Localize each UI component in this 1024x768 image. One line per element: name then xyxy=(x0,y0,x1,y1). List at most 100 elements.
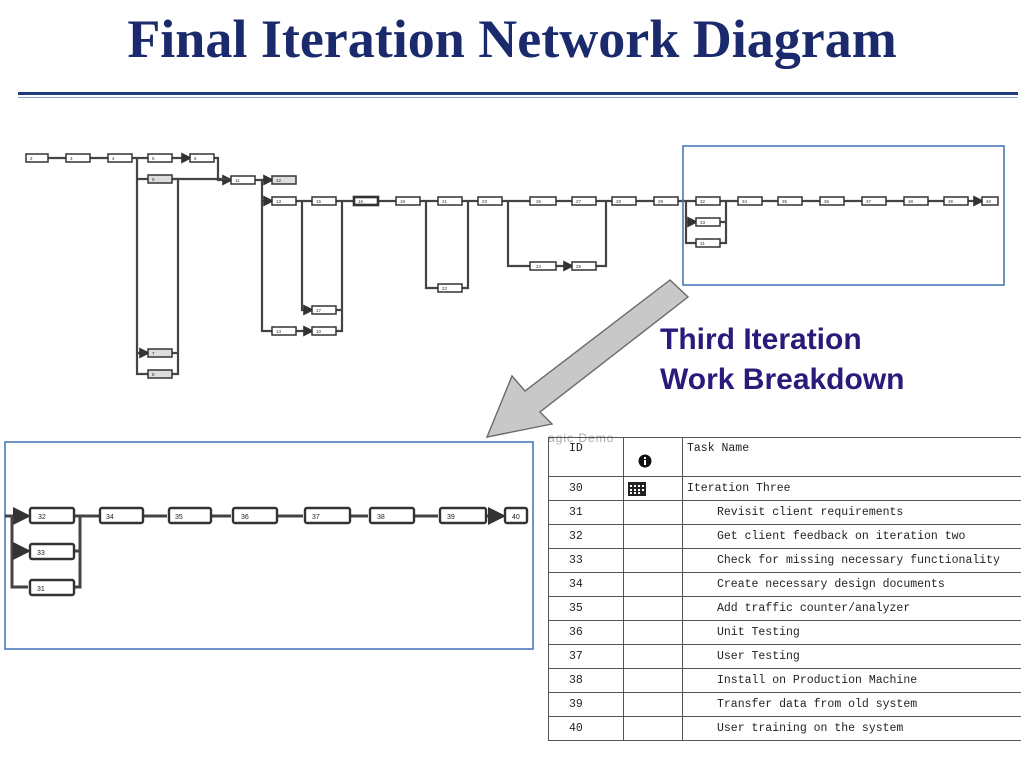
zoom-node-label: 31 xyxy=(37,586,45,593)
task-name: User training on the system xyxy=(682,716,1021,741)
table-row: 34 Create necessary design documents xyxy=(548,572,1021,597)
title-underline xyxy=(18,92,1018,95)
table-row: 30 Iteration Three xyxy=(548,476,1021,501)
task-name: User Testing xyxy=(682,644,1021,669)
overview-node-label: 24 xyxy=(536,264,542,269)
overview-node-label: 28 xyxy=(616,199,622,204)
table-header-row: ID Task Name xyxy=(548,437,1021,477)
overview-node-label: 2 xyxy=(30,156,33,161)
task-indicator xyxy=(623,476,683,501)
overview-node-label: 8 xyxy=(152,372,155,377)
task-name-text: Get client feedback on iteration two xyxy=(717,530,966,543)
task-name: Transfer data from old system xyxy=(682,692,1021,717)
overview-node-label: 10 xyxy=(316,329,322,334)
id-header: ID xyxy=(548,437,624,477)
overview-node-label: 31 xyxy=(700,241,706,246)
task-name-text: Check for missing necessary functionalit… xyxy=(717,554,1000,567)
task-name-text: User training on the system xyxy=(717,722,904,735)
overview-node-label: 35 xyxy=(782,199,788,204)
overview-node-label: 25 xyxy=(576,264,582,269)
overview-node-label: 36 xyxy=(824,199,830,204)
slide-title: Final Iteration Network Diagram xyxy=(127,9,897,69)
zoom-node-label: 32 xyxy=(38,514,46,521)
overview-node-label: 11 xyxy=(235,178,240,183)
task-table-body: 30 Iteration Three 31 Revisit client requir… xyxy=(548,476,1021,741)
task-indicator xyxy=(623,692,683,717)
task-name: Check for missing necessary functionalit… xyxy=(682,548,1021,573)
task-name-text: Unit Testing xyxy=(717,626,800,639)
task-name: Add traffic counter/analyzer xyxy=(682,596,1021,621)
overview-nodes xyxy=(25,153,999,379)
overview-node-label: 23 xyxy=(482,199,488,204)
zoom-network xyxy=(5,516,503,589)
overview-node-label: 32 xyxy=(700,199,706,204)
task-name-text: User Testing xyxy=(717,650,800,663)
overview-node-label: 6 xyxy=(194,156,197,161)
task-indicator xyxy=(623,500,683,525)
task-name: Revisit client requirements xyxy=(682,500,1021,525)
task-id: 30 xyxy=(548,476,624,501)
task-id: 36 xyxy=(548,620,624,645)
task-name: Unit Testing xyxy=(682,620,1021,645)
task-id: 37 xyxy=(548,644,624,669)
task-indicator xyxy=(623,716,683,741)
overview-node-label: 29 xyxy=(658,199,664,204)
overview-node-label: 17 xyxy=(316,308,322,313)
task-indicator xyxy=(623,572,683,597)
task-name-text: Iteration Three xyxy=(687,482,791,495)
overview-node-label: 40 xyxy=(986,199,992,204)
task-name-text: Create necessary design documents xyxy=(717,578,945,591)
zoom-node-label: 35 xyxy=(175,514,183,521)
task-name-header: Task Name xyxy=(682,437,1021,477)
overview-node-label: 37 xyxy=(866,199,872,204)
overview-node-label: 5 xyxy=(152,156,155,161)
info-icon xyxy=(638,454,652,468)
overview-network xyxy=(48,158,982,376)
zoom-node-label: 33 xyxy=(37,550,45,557)
task-id: 35 xyxy=(548,596,624,621)
overview-node-label: 22 xyxy=(442,286,448,291)
callout-line-1: Third Iteration xyxy=(660,323,862,356)
task-indicator xyxy=(623,644,683,669)
task-table: ID Task Name 30 Iteration Three 31 Revisit … xyxy=(548,437,1021,741)
overview-node-label: 16 xyxy=(358,199,364,204)
title-underline-thin xyxy=(18,97,1018,98)
zoom-node-label: 40 xyxy=(512,514,520,521)
callout-line-2: Work Breakdown xyxy=(660,363,905,396)
task-name: Create necessary design documents xyxy=(682,572,1021,597)
task-id: 40 xyxy=(548,716,624,741)
task-indicator xyxy=(623,620,683,645)
overview-node-label: 4 xyxy=(112,156,115,161)
overview-node-label: 13 xyxy=(276,199,282,204)
table-row: 35 Add traffic counter/analyzer xyxy=(548,596,1021,621)
zoom-box xyxy=(4,441,534,650)
overview-node-label: 15 xyxy=(316,199,322,204)
task-name-text: Transfer data from old system xyxy=(717,698,918,711)
table-row: 31 Revisit client requirements xyxy=(548,500,1021,525)
zoom-nodes xyxy=(28,506,529,597)
overview-node-label: 9 xyxy=(152,177,155,182)
table-row: 33 Check for missing necessary functional… xyxy=(548,548,1021,573)
task-id: 31 xyxy=(548,500,624,525)
overview-node-label: 34 xyxy=(742,199,748,204)
zoom-node-label: 38 xyxy=(377,514,385,521)
task-id: 33 xyxy=(548,548,624,573)
info-header xyxy=(623,437,683,477)
table-row: 36 Unit Testing xyxy=(548,620,1021,645)
overview-node-label: 18 xyxy=(400,199,406,204)
calendar-grid-icon xyxy=(628,481,646,496)
task-name-text: Revisit client requirements xyxy=(717,506,904,519)
task-indicator xyxy=(623,596,683,621)
task-name-text: Add traffic counter/analyzer xyxy=(717,602,911,615)
task-name-text: Install on Production Machine xyxy=(717,674,918,687)
task-id: 34 xyxy=(548,572,624,597)
third-iteration-highlight-box xyxy=(682,145,1005,286)
overview-node-label: 3 xyxy=(70,156,73,161)
overview-node-label: 14 xyxy=(276,329,282,334)
zoom-node-label: 39 xyxy=(447,514,455,521)
